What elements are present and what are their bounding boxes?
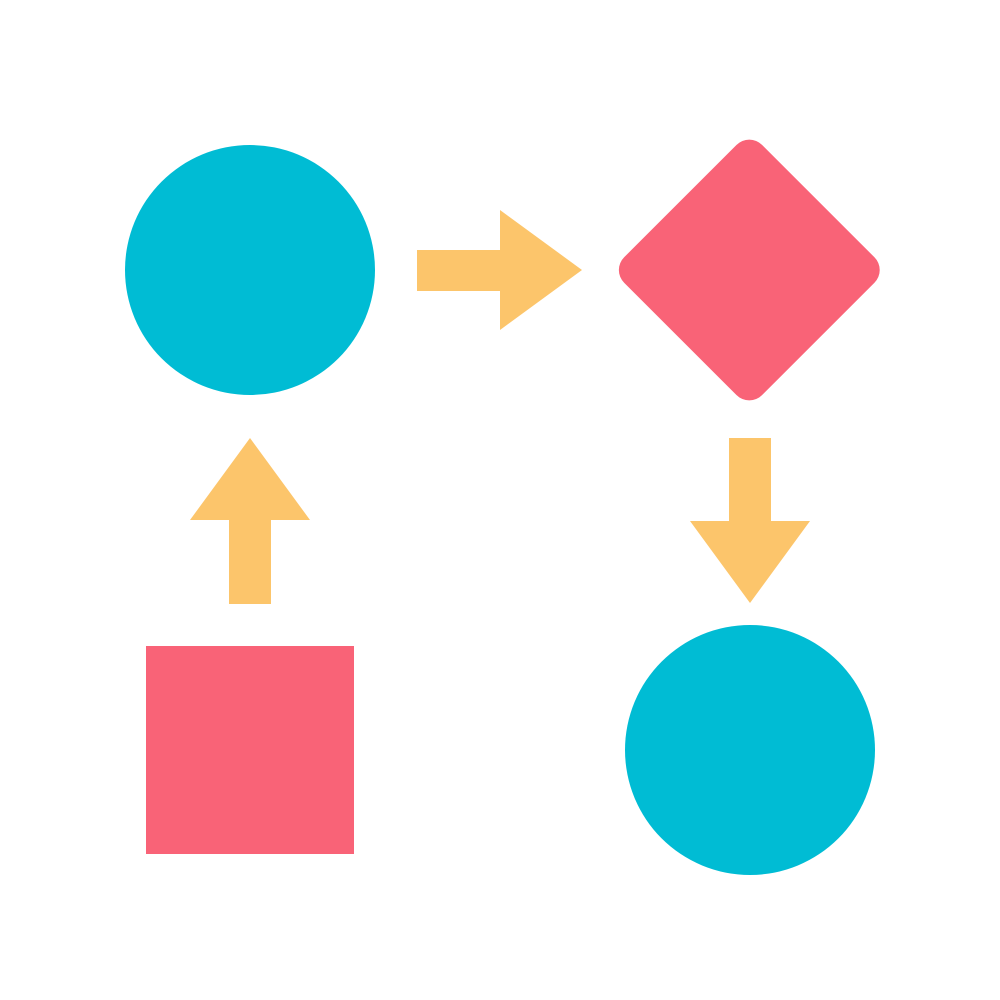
process-square <box>146 646 354 854</box>
down-arrow <box>690 438 810 603</box>
start-circle <box>125 145 375 395</box>
end-circle <box>625 625 875 875</box>
right-arrow <box>417 210 582 330</box>
up-arrow <box>190 438 310 604</box>
decision-diamond <box>618 139 880 401</box>
